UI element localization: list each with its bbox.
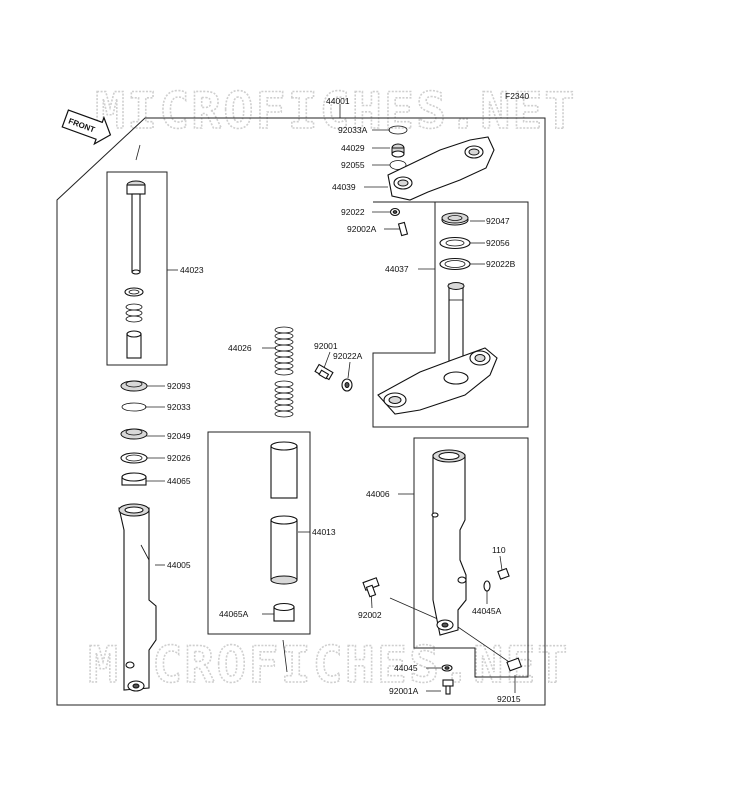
steering-stem-parts bbox=[377, 212, 498, 415]
label-92022B: 92022B bbox=[486, 259, 516, 269]
label-92055: 92055 bbox=[341, 160, 365, 170]
label-92001: 92001 bbox=[314, 341, 338, 351]
label-110: 110 bbox=[492, 545, 506, 555]
part-44026-fork-spring bbox=[274, 326, 294, 418]
figure-code: F2340 bbox=[505, 91, 529, 101]
label-92047: 92047 bbox=[486, 216, 510, 226]
clamp-bolt-parts bbox=[314, 363, 353, 392]
label-44029: 44029 bbox=[341, 143, 365, 153]
front-arrow-icon: FRONT bbox=[61, 109, 112, 146]
fork-spring-parts bbox=[124, 180, 146, 359]
box-fork-spring-group bbox=[106, 171, 168, 366]
label-44037: 44037 bbox=[385, 264, 409, 274]
part-44006-outer-tube-right bbox=[431, 449, 467, 636]
label-92026: 92026 bbox=[167, 453, 191, 463]
box-outer-tube-group bbox=[413, 437, 529, 678]
hardware-parts-right bbox=[362, 567, 523, 695]
part-44005-outer-tube-left bbox=[118, 503, 157, 692]
label-92049: 92049 bbox=[167, 431, 191, 441]
label-92033A: 92033A bbox=[338, 125, 368, 135]
watermark-bottom: MICROFICHES.NET bbox=[88, 636, 570, 694]
label-44023: 44023 bbox=[180, 265, 204, 275]
label-92015: 92015 bbox=[497, 694, 521, 704]
label-92033: 92033 bbox=[167, 402, 191, 412]
label-44001: 44001 bbox=[326, 96, 350, 106]
label-92022: 92022 bbox=[341, 207, 365, 217]
label-92002: 92002 bbox=[358, 610, 382, 620]
label-92001A: 92001A bbox=[389, 686, 419, 696]
outer-frame bbox=[56, 117, 546, 706]
seal-parts bbox=[120, 380, 148, 486]
watermark-top: MICROFICHES.NET bbox=[95, 82, 577, 140]
label-92002A: 92002A bbox=[347, 224, 377, 234]
label-44065: 44065 bbox=[167, 476, 191, 486]
label-92093: 92093 bbox=[167, 381, 191, 391]
label-44039: 44039 bbox=[332, 182, 356, 192]
label-44065A: 44065A bbox=[219, 609, 249, 619]
box-fork-tube-group bbox=[207, 431, 311, 635]
box-steering-stem-group bbox=[372, 201, 529, 428]
label-92056: 92056 bbox=[486, 238, 510, 248]
label-44045: 44045 bbox=[394, 663, 418, 673]
label-44005: 44005 bbox=[167, 560, 191, 570]
part-labels: 44001 92033A 44029 92055 44039 92022 920… bbox=[167, 96, 521, 704]
top-parts bbox=[387, 125, 495, 237]
label-44006: 44006 bbox=[366, 489, 390, 499]
part-44013-inner-tube bbox=[270, 441, 298, 622]
part-44037-lower-bracket bbox=[377, 347, 498, 415]
part-92033A-ring bbox=[388, 125, 408, 135]
label-44013: 44013 bbox=[312, 527, 336, 537]
label-44045A: 44045A bbox=[472, 606, 502, 616]
label-92022A: 92022A bbox=[333, 351, 363, 361]
label-44026: 44026 bbox=[228, 343, 252, 353]
